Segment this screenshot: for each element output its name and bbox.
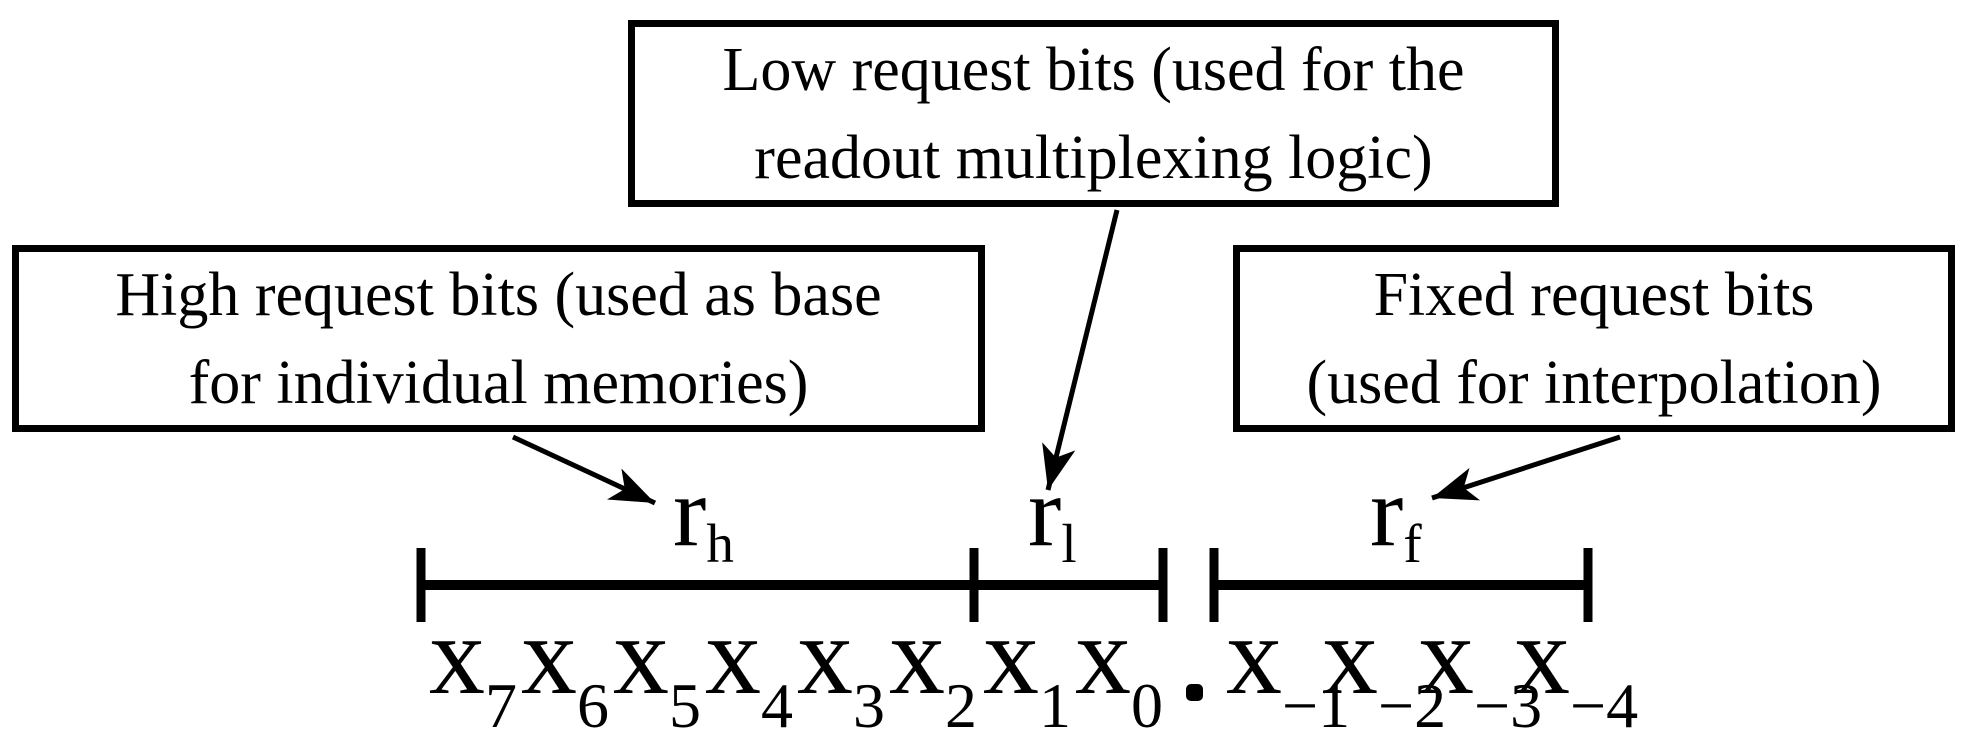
bit-label-x0: x0 [1075,600,1163,737]
bit-xn4-base: x [1514,594,1570,718]
bit-label-x3: x3 [797,600,885,737]
field-rl-sub: l [1061,513,1077,574]
bit-label-x2: x2 [889,600,977,737]
callout-low-request-bits: Low request bits (used for the readout m… [628,20,1559,207]
bit-x6-base: x [521,594,577,718]
callout-fixed-line1: Fixed request bits [1373,260,1815,329]
field-rh-sub: h [706,513,734,574]
field-rf-sub: f [1403,513,1422,574]
arrow-low-box-to-rl [1042,209,1120,491]
bit-xn3-base: x [1418,594,1474,718]
callout-high-line2: for individual memories) [188,348,809,417]
field-label-rl: rl [1028,462,1077,572]
bit-x7-sub: 7 [485,670,517,737]
callout-low-line2: readout multiplexing logic) [754,123,1433,192]
bit-label-x-neg4: x−4 [1514,600,1638,737]
field-label-rf: rf [1370,462,1422,572]
field-rl-base: r [1028,456,1062,567]
bit-xn2-base: x [1322,594,1378,718]
arrow-high-box-to-rh [511,434,657,506]
bit-x2-sub: 2 [945,670,977,737]
callout-low-line1: Low request bits (used for the [722,35,1465,104]
bit-x0-sub: 0 [1131,670,1163,737]
bit-label-x-neg3: x−3 [1418,600,1542,737]
callout-fixed-request-bits: Fixed request bits (used for interpolati… [1233,245,1955,432]
bit-x7-base: x [429,594,485,718]
bit-x4-sub: 4 [761,670,793,737]
bit-xn1-base: x [1226,594,1282,718]
field-rf-base: r [1370,456,1404,567]
radix-point [1186,684,1203,701]
bit-x1-base: x [983,594,1039,718]
bit-xn1-sub: −1 [1282,670,1351,737]
bit-x2-base: x [889,594,945,718]
bit-label-x-neg2: x−2 [1322,600,1446,737]
bit-xn4-sub: −4 [1570,670,1639,737]
bit-xn3-sub: −3 [1474,670,1543,737]
bit-x5-sub: 5 [669,670,701,737]
bit-label-x1: x1 [983,600,1071,737]
callout-high-request-bits: High request bits (used as base for indi… [12,245,985,432]
bit-x4-base: x [705,594,761,718]
bit-label-x4: x4 [705,600,793,737]
bit-x3-sub: 3 [853,670,885,737]
callout-fixed-line2: (used for interpolation) [1306,348,1882,417]
bit-x3-base: x [797,594,853,718]
bit-xn2-sub: −2 [1378,670,1447,737]
callout-high-line1: High request bits (used as base [115,260,882,329]
bit-x0-base: x [1075,594,1131,718]
bit-label-x-neg1: x−1 [1226,600,1350,737]
field-rh-base: r [673,456,707,567]
bit-x6-sub: 6 [577,670,609,737]
bit-label-x5: x5 [613,600,701,737]
bit-label-x7: x7 [429,600,517,737]
field-label-rh: rh [673,462,734,572]
bit-x1-sub: 1 [1039,670,1071,737]
bit-x5-base: x [613,594,669,718]
bit-label-x6: x6 [521,600,609,737]
arrow-fixed-box-to-rf [1431,434,1621,501]
